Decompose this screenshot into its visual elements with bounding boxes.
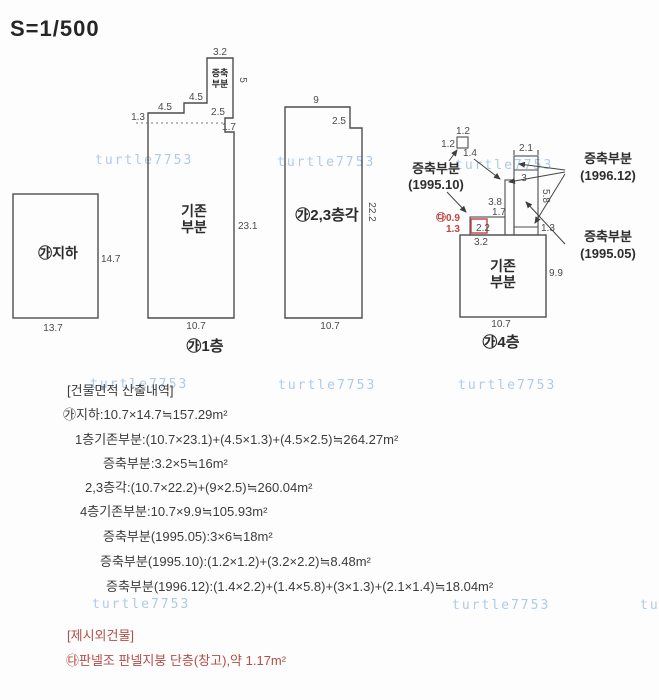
floor4-dim-1-3: 1.3 [541,223,555,234]
floor4-box-left-dim: 1.2 [441,139,455,150]
leader-arrow [446,191,467,213]
ext-1995-05-label-line2: (1995.05) [580,246,636,261]
floor1-width-dim: 10.7 [186,321,206,332]
calc-line-floor4: 4층기존부분:10.7×9.9≒105.93m² [80,504,268,519]
watermark-text: turtle7753 [277,155,376,170]
calc-line-basement: ㉮지하:10.7×14.7≒157.29m² [63,407,228,422]
basement-plan: ㉮지하 14.7 13.7 [12,193,121,334]
ext-1995-05-label-line1: 증축부분 [584,229,632,244]
floor4-plan: 1.2 1.2 1.4 2.1 3 5.8 1.3 3.8 1.7 2.2 3.… [408,126,636,351]
floor23-label: ㉮2,3층각 [295,206,359,224]
floor23-top-dim: 9 [313,95,319,106]
floor23-outline [284,106,363,319]
basement-height-dim: 14.7 [101,254,121,265]
floor4-box-top-dim: 1.2 [456,126,470,137]
extra-building-mark-label: ㉰0.9 [436,211,460,224]
leader-arrow [448,149,458,162]
floor4-dim-2-1: 2.1 [519,143,533,154]
leader-arrow [473,158,501,180]
floor4-caption: ㉮4층 [482,333,519,351]
floor23-notch-dim: 2.5 [332,116,346,127]
floor4-ext-small-box [456,136,469,149]
calc-line-ext-1995-10: 증축부분(1995.10):(1.2×1.2)+(3.2×2.2)≒8.48m² [100,554,371,569]
floor1-ext-label-line2: 부분 [212,79,229,89]
leader-arrow [508,171,566,184]
watermark-text: turtle7753 [95,153,194,168]
floor4-room-label-line2: 부분 [490,274,516,290]
extra-building-mark-dim: 1.3 [446,224,460,235]
watermark-text: turtle7753 [452,598,551,613]
basement-width-dim: 13.7 [43,323,63,334]
floor1-step2-dim: 4.5 [189,92,203,103]
floor1-step1-dim: 4.5 [158,102,172,113]
floor1-ext-side-dim: 5 [237,77,248,83]
floor1-right-step-dim: 2.5 [211,107,225,118]
floor4-dim-3-8: 3.8 [488,197,502,208]
floor4-dim-3: 3 [521,173,527,184]
floor4-dim-1-7: 1.7 [492,207,506,218]
floor23-plan: 9 2.5 ㉮2,3층각 22.2 10.7 [284,95,377,332]
floor1-height-dim: 23.1 [238,221,258,232]
ext-1995-10-label-line2: (1995.10) [408,177,464,192]
floor1-room-label-line2: 부분 [181,219,207,235]
ext-1996-12-label-line1: 증축부분 [584,151,632,166]
floor4-dim-2-2: 2.2 [476,223,490,234]
floor1-ext-label-line1: 증축 [212,67,229,78]
floor1-step-left-dim: 1.3 [131,112,145,123]
calc-line-floor23: 2,3층각:(10.7×22.2)+(9×2.5)≒260.04m² [85,480,313,495]
watermark-text: turtle7753 [278,378,377,393]
floor4-dim-3-2: 3.2 [474,237,488,248]
floor1-outline [147,57,235,319]
leader-arrow [525,201,566,245]
watermark-text: turtle7753 [458,378,557,393]
ext-1995-10-label-line1: 증축부분 [412,161,460,176]
ext-1996-12-label-line2: (1996.12) [580,168,636,183]
floor1-room-label-line1: 기존 [181,203,207,219]
floor1-ext-top-dim: 3.2 [213,47,227,58]
extra-building-line: ㉰판넬조 판넬지붕 단층(창고),약 1.17m² [66,653,287,668]
scale-label: S=1/500 [10,16,100,41]
floor4-height-dim: 9.9 [549,268,563,279]
extra-building-header: [제시외건물] [67,628,135,643]
calc-line-ext-1995-05: 증축부분(1995.05):3×6≒18m² [103,529,273,544]
floor4-ext-ledge [469,216,506,236]
floor4-room-label-line1: 기존 [490,258,516,274]
floor4-dim-5-8: 5.8 [540,189,551,203]
floor23-width-dim: 10.7 [320,321,340,332]
floor1-plan: 1.3 4.5 4.5 3.2 5 증축 부분 2.5 1.7 기존 부분 23… [131,47,258,355]
watermark-text: turtle7753 [92,597,191,612]
floor4-width-dim: 10.7 [491,319,511,330]
floor1-caption: ㉮1층 [186,337,223,355]
watermark-text: turtle7753 [640,598,659,613]
basement-outline [12,193,99,319]
calc-line-floor1: 1층기존부분:(10.7×23.1)+(4.5×1.3)+(4.5×2.5)≒2… [75,432,399,447]
floor23-height-dim: 22.2 [366,202,377,222]
floor4-dim-1-4: 1.4 [463,148,477,159]
floor4-ext-strip [504,179,515,236]
floor1-right-step2-dim: 1.7 [222,122,236,133]
watermark-text: turtle7753 [455,158,554,173]
calc-line-floor1-ext: 증축부분:3.2×5≒16m² [103,456,228,471]
basement-label: ㉮지하 [38,245,78,261]
extra-building-red-box [470,218,488,234]
watermark-text: turtle7753 [90,377,189,392]
leader-arrow [534,173,566,224]
leader-arrow [518,161,566,171]
calc-header: [건물면적 산출내역] [67,383,174,398]
calc-line-ext-1996-12: 증축부분(1996.12):(1.4×2.2)+(1.4×5.8)+(3×1.3… [106,579,494,594]
floor4-ext-box-right [513,155,539,236]
